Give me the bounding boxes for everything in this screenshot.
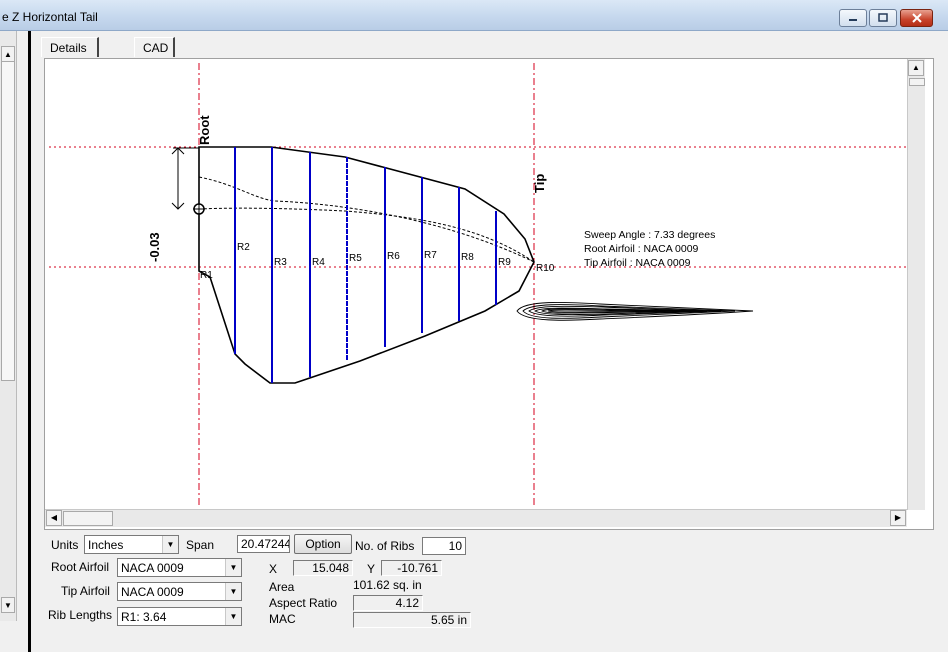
span-value: 20.47244 (241, 537, 290, 551)
x-label: X (269, 562, 278, 576)
chevron-down-icon[interactable]: ▼ (162, 536, 178, 553)
span-label: Span (186, 538, 215, 552)
chevron-down-icon[interactable]: ▼ (225, 559, 241, 576)
airfoil-section-profiles (516, 301, 754, 321)
scroll-up-arrow-icon[interactable]: ▲ (1, 46, 15, 62)
scroll-right-arrow-icon[interactable]: ▶ (890, 510, 906, 526)
rib-lengths-value: R1: 3.64 (121, 610, 167, 624)
left-scrollbar[interactable]: ▲ ▼ (0, 31, 17, 621)
span-input[interactable]: 20.47244 (237, 535, 290, 553)
y-readout: -10.761 (381, 560, 442, 576)
chevron-down-icon[interactable]: ▼ (225, 583, 241, 600)
vertical-scroll-thumb[interactable] (909, 78, 925, 86)
mac-value: 5.65 in (430, 613, 467, 627)
rib-label: R4 (312, 257, 325, 268)
rib-label: R10 (536, 263, 555, 274)
rib-lengths-label: Rib Lengths (48, 608, 113, 622)
x-readout: 15.048 (293, 560, 353, 576)
offset-dimension (171, 147, 199, 210)
tab-details[interactable]: Details (41, 37, 99, 57)
tab-details-label: Details (50, 41, 87, 55)
restore-icon (870, 10, 896, 26)
scroll-thumb[interactable] (1, 61, 15, 381)
tab-cad-label: CAD (143, 41, 169, 55)
pivot-marker-icon (193, 203, 205, 215)
tip-label: Tip (532, 174, 547, 193)
area-label: Area (269, 580, 295, 594)
root-label: Root (197, 115, 212, 145)
mac-label: MAC (269, 612, 296, 626)
maximize-button[interactable] (869, 9, 897, 27)
close-button[interactable] (900, 9, 933, 27)
mac-readout: 5.65 in (353, 612, 471, 628)
units-select[interactable]: Inches ▼ (84, 535, 179, 554)
ribs-count-value: 10 (448, 539, 462, 553)
tip-airfoil-text: Tip Airfoil : NACA 0009 (584, 257, 691, 269)
tail-drawing-canvas[interactable]: Root Tip -0.03 R1 R2 R3 R4 R5 R6 R7 R8 R… (45, 59, 907, 509)
rib-label: R2 (237, 242, 250, 253)
units-label: Units (51, 538, 79, 552)
info-text: Sweep Angle : 7.33 degrees Root Airfoil … (584, 229, 715, 269)
offset-value-label: -0.03 (147, 232, 162, 262)
rib-label: R7 (424, 250, 437, 261)
ribs-count-input[interactable]: 10 (422, 537, 466, 555)
close-icon (901, 10, 932, 26)
aspect-ratio-value: 4.12 (395, 596, 419, 610)
rib-label: R6 (387, 251, 400, 262)
drawing-vertical-scrollbar[interactable] (907, 59, 925, 510)
window-title: e Z Horizontal Tail (2, 10, 98, 24)
ribs-group (234, 147, 497, 383)
root-airfoil-label: Root Airfoil (51, 560, 110, 574)
root-airfoil-text: Root Airfoil : NACA 0009 (584, 243, 699, 255)
drawing-horizontal-scrollbar[interactable] (45, 509, 907, 527)
drawing-panel: Root Tip -0.03 R1 R2 R3 R4 R5 R6 R7 R8 R… (44, 58, 934, 530)
chevron-down-icon[interactable]: ▼ (225, 608, 241, 625)
units-value: Inches (88, 538, 124, 552)
upper-camber-line (198, 176, 535, 263)
tip-airfoil-label: Tip Airfoil (61, 584, 110, 598)
option-button-label: Option (305, 537, 341, 551)
y-label: Y (367, 562, 376, 576)
scroll-down-arrow-icon[interactable]: ▼ (1, 597, 15, 613)
y-value: -10.761 (397, 561, 438, 575)
rib-label: R8 (461, 252, 474, 263)
x-value: 15.048 (312, 561, 349, 575)
root-airfoil-value: NACA 0009 (121, 561, 184, 575)
rib-label: R9 (498, 257, 511, 268)
scroll-left-arrow-icon[interactable]: ◀ (46, 510, 62, 526)
minimize-icon (840, 10, 866, 26)
sweep-angle-text: Sweep Angle : 7.33 degrees (584, 229, 715, 241)
area-value: 101.62 sq. in (353, 578, 422, 592)
lower-camber-line (198, 207, 535, 263)
tail-outline (198, 146, 535, 384)
scroll-up-arrow-icon[interactable]: ▲ (908, 60, 924, 76)
rib-lengths-select[interactable]: R1: 3.64 ▼ (117, 607, 242, 626)
minimize-button[interactable] (839, 9, 867, 27)
option-button[interactable]: Option (294, 534, 352, 554)
tip-airfoil-value: NACA 0009 (121, 585, 184, 599)
aspect-ratio-label: Aspect Ratio (269, 596, 338, 610)
rib-label: R3 (274, 257, 287, 268)
horizontal-scroll-thumb[interactable] (63, 511, 113, 526)
rib-label: R5 (349, 253, 362, 264)
splitter-bar[interactable] (28, 31, 31, 652)
root-airfoil-select[interactable]: NACA 0009 ▼ (117, 558, 242, 577)
rib-labels: R1 R2 R3 R4 R5 R6 R7 R8 R9 R10 (200, 242, 555, 281)
tab-cad[interactable]: CAD (134, 37, 175, 57)
aspect-ratio-readout: 4.12 (353, 595, 423, 611)
rib-label: R1 (200, 270, 213, 281)
tip-airfoil-select[interactable]: NACA 0009 ▼ (117, 582, 242, 601)
title-bar[interactable]: e Z Horizontal Tail (0, 0, 948, 31)
ribs-label: No. of Ribs (355, 539, 415, 553)
